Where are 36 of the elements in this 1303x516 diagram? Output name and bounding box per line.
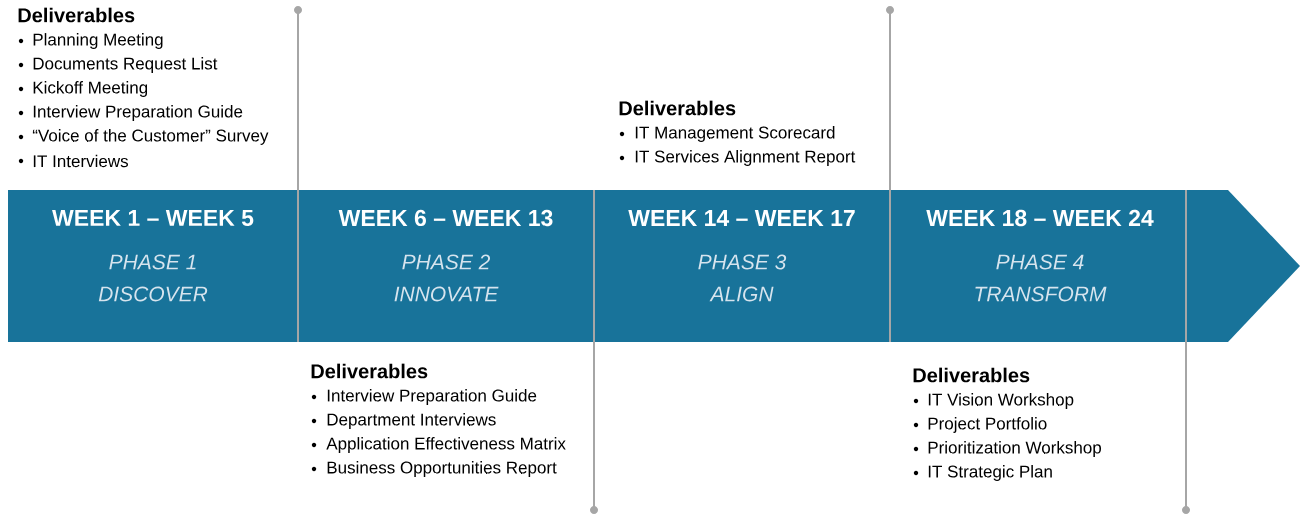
node-label: ALIGN <box>709 286 774 302</box>
list-heading: Deliverables <box>18 7 135 23</box>
list-item: Business Opportunities Report <box>311 461 557 477</box>
node-label: WEEK 6 – WEEK 13 <box>338 209 553 227</box>
node-label: PHASE 3 <box>698 254 787 270</box>
list-item: Kickoff Meeting <box>18 81 148 97</box>
phase-arrow-segment: WEEK 6 – WEEK 13 PHASE 2 INNOVATE <box>298 190 594 342</box>
phase-arrow-segment: WEEK 14 – WEEK 17 PHASE 3 ALIGN <box>594 190 890 342</box>
list-item: Project Portfolio <box>913 417 1047 433</box>
phase-arrow-segment: WEEK 1 – WEEK 5 PHASE 1 DISCOVER <box>8 190 298 342</box>
list-item: Interview Preparation Guide <box>311 389 537 405</box>
list-item: Prioritization Workshop <box>913 441 1101 457</box>
node-label: TRANSFORM <box>975 286 1107 302</box>
list-item: Interview Preparation Guide <box>18 105 243 121</box>
phase-arrow-segment: WEEK 18 – WEEK 24 PHASE 4 TRANSFORM <box>890 190 1300 342</box>
list-item: Documents Request List <box>18 57 218 73</box>
node-label: DISCOVER <box>98 286 208 302</box>
list-item: Department Interviews <box>311 413 496 429</box>
node-label: INNOVATE <box>394 286 499 302</box>
node-label: WEEK 1 – WEEK 5 <box>52 209 254 227</box>
list-heading: Deliverables <box>619 100 736 116</box>
list-item: Planning Meeting <box>18 33 163 49</box>
node-label: PHASE 4 <box>996 254 1084 270</box>
node-label: WEEK 14 – WEEK 17 <box>628 210 855 226</box>
node-label: PHASE 2 <box>402 254 491 270</box>
list-item: IT Services Alignment Report <box>619 150 856 166</box>
list-item: IT Strategic Plan <box>913 465 1052 481</box>
node-label: WEEK 18 – WEEK 24 <box>926 209 1154 227</box>
list-heading: Deliverables <box>311 363 428 379</box>
node-label: PHASE 1 <box>109 254 196 270</box>
list-item: IT Management Scorecard <box>619 126 835 142</box>
list-item: IT Interviews <box>18 154 128 168</box>
list-item: IT Vision Workshop <box>913 393 1074 409</box>
list-item: “Voice of the Customer” Survey <box>18 129 269 145</box>
list-item: Application Effectiveness Matrix <box>311 437 566 453</box>
list-heading: Deliverables <box>913 367 1030 383</box>
